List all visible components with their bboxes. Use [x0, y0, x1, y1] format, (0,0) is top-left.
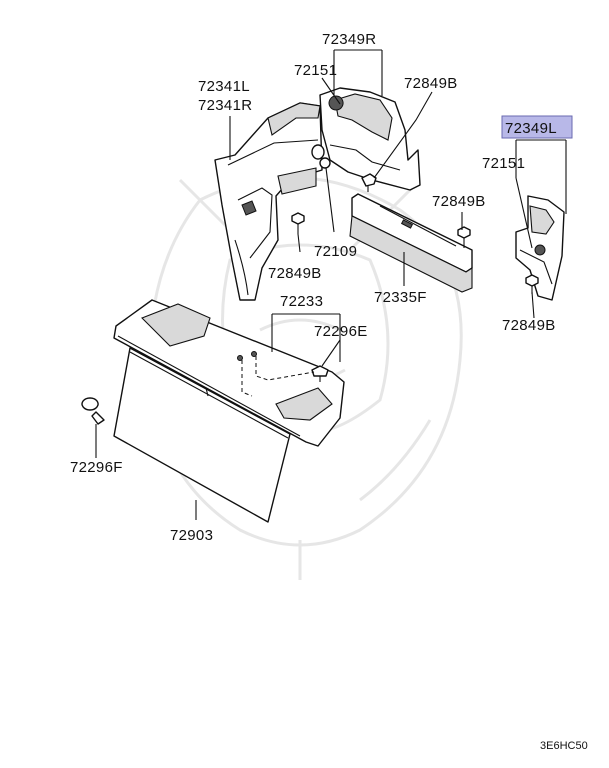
- package-tray-72233: [113, 299, 345, 447]
- label-72849B-right[interactable]: 72849B: [502, 317, 556, 334]
- label-72296F[interactable]: 72296F: [70, 459, 123, 476]
- label-72296E[interactable]: 72296E: [314, 323, 368, 340]
- screw-72849B-mid: [457, 226, 471, 248]
- screw-72849B-top: [361, 173, 377, 192]
- label-72349R[interactable]: 72349R: [322, 31, 376, 48]
- label-72849B-mid[interactable]: 72849B: [432, 193, 486, 210]
- label-72151-top[interactable]: 72151: [294, 62, 337, 79]
- leader-lines: [95, 49, 567, 520]
- label-72903[interactable]: 72903: [170, 527, 213, 544]
- label-72341L[interactable]: 72341L: [198, 78, 250, 95]
- label-72849B-top[interactable]: 72849B: [404, 75, 458, 92]
- diagram-code: 3E6HC50: [540, 740, 588, 752]
- trim-bar-72335F: [349, 193, 473, 293]
- label-72151-right[interactable]: 72151: [482, 155, 525, 172]
- side-trim-72349R: [319, 87, 421, 191]
- label-72335F[interactable]: 72335F: [374, 289, 427, 306]
- label-72341R[interactable]: 72341R: [198, 97, 252, 114]
- highlight-box-72349L: [501, 115, 573, 139]
- label-72109[interactable]: 72109: [314, 243, 357, 260]
- label-72849B-left[interactable]: 72849B: [268, 265, 322, 282]
- screw-72849B-left: [291, 212, 305, 234]
- rear-panel-72903: [113, 347, 291, 523]
- clip-72109: [311, 144, 331, 169]
- quarter-trim-72341: [214, 102, 323, 301]
- side-trim-72349L: [515, 195, 565, 301]
- clip-72296E: [311, 365, 329, 382]
- label-72233[interactable]: 72233: [280, 293, 323, 310]
- clip-72296F: [81, 397, 105, 425]
- label-72349L[interactable]: 72349L: [505, 120, 557, 137]
